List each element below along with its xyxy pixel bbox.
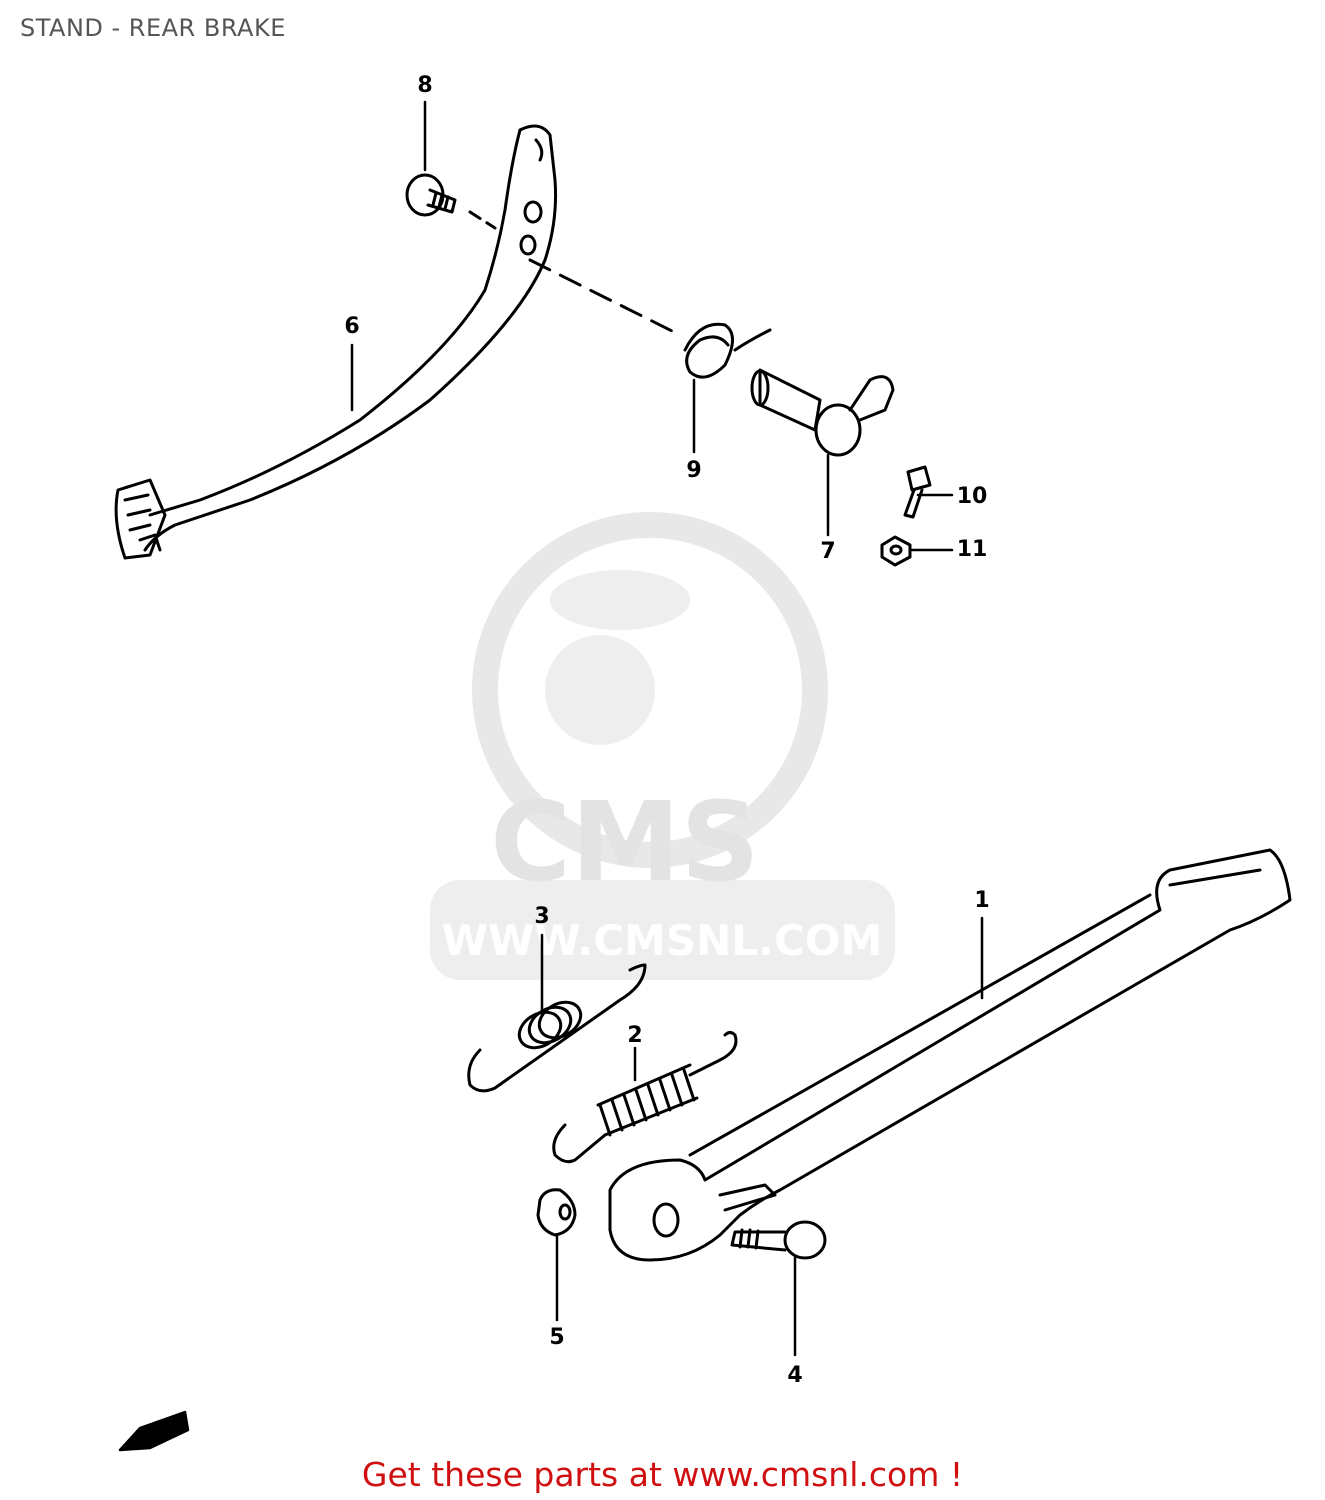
callout-10: 10: [957, 484, 988, 509]
page-title: STAND - REAR BRAKE: [20, 14, 286, 42]
nut-part: [880, 535, 912, 567]
callout-7: 7: [820, 539, 835, 564]
callout-9: 9: [686, 458, 701, 483]
callout-8: 8: [417, 73, 432, 98]
callout-2: 2: [627, 1023, 642, 1048]
callout-6: 6: [344, 314, 359, 339]
pivot-shaft-part: [750, 368, 895, 457]
callout-1: 1: [974, 888, 989, 913]
watermark-brand: CMS: [490, 778, 759, 906]
brake-pedal-part: [114, 124, 558, 560]
return-spring-part: [528, 258, 772, 379]
footer-link-text[interactable]: Get these parts at www.cmsnl.com !: [361, 1455, 964, 1494]
front-arrow-icon: [118, 1410, 190, 1452]
callout-5: 5: [549, 1325, 564, 1350]
side-stand-part: [608, 848, 1292, 1262]
cms-watermark-logo: CMS WWW.CMSNL.COM: [430, 512, 895, 980]
callout-4: 4: [787, 1363, 802, 1388]
stand-nut-part: [536, 1188, 577, 1237]
small-bolt-part: [903, 465, 932, 519]
spring-large-part: [552, 1031, 738, 1164]
callout-11: 11: [957, 537, 988, 562]
stand-bolt-part: [730, 1220, 827, 1260]
callout-3: 3: [534, 904, 549, 929]
pivot-bolt-part: [405, 173, 497, 230]
spring-small-part: [467, 963, 647, 1093]
watermark-url: WWW.CMSNL.COM: [442, 916, 883, 965]
